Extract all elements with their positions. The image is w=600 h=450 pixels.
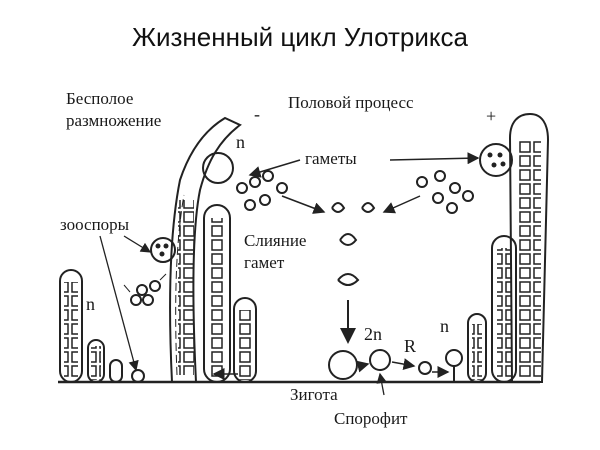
fusing-gametes bbox=[331, 202, 376, 286]
filament-right-short-2 bbox=[445, 349, 463, 382]
label-sexual-process: Половой процесс bbox=[288, 93, 414, 112]
label-asexual-line1: Бесполое bbox=[66, 89, 133, 108]
filament-right-big bbox=[508, 112, 550, 383]
ploidy-2n: 2n bbox=[364, 324, 382, 344]
filament-left-small-1 bbox=[59, 269, 83, 383]
filament-left-short bbox=[233, 297, 257, 383]
zygote-circle bbox=[328, 350, 358, 380]
gametes-right bbox=[416, 170, 474, 214]
filament-right-short-1 bbox=[467, 313, 487, 383]
arrow-sporophyte-pointer bbox=[376, 372, 387, 396]
arrow-zoospores-pointer-2 bbox=[123, 235, 152, 253]
filament-left-small-3 bbox=[109, 359, 123, 383]
symbol-minus: - bbox=[254, 104, 260, 124]
symbol-plus: + bbox=[486, 106, 496, 126]
arrow-gametes-label-left bbox=[248, 159, 301, 178]
meiospore-cluster bbox=[418, 361, 432, 375]
label-fusion-line2: гамет bbox=[244, 253, 285, 272]
arrow-zoospores-pointer-1 bbox=[99, 235, 139, 372]
gametangium-right bbox=[479, 143, 513, 177]
ploidy-n-right: n bbox=[440, 316, 449, 336]
label-fusion-line1: Слияние bbox=[244, 231, 306, 250]
filament-right-mid bbox=[491, 235, 517, 383]
arrow-left-gametes-to-center bbox=[281, 195, 326, 214]
ploidy-n-top: n bbox=[236, 132, 245, 152]
arrow-right-gametes-to-center bbox=[382, 195, 421, 214]
arrow-sporophyte-to-R bbox=[391, 358, 416, 371]
gametes-left bbox=[236, 170, 288, 211]
label-gametes: гаметы bbox=[305, 149, 357, 168]
filament-left-small-2 bbox=[87, 339, 105, 383]
zoospore-cluster bbox=[123, 273, 167, 306]
arrow-zygote-to-sporophyte bbox=[356, 360, 370, 373]
meiosis-R: R bbox=[404, 336, 416, 356]
label-asexual-line2: размножение bbox=[66, 111, 161, 130]
gametangium-left bbox=[202, 152, 234, 184]
label-sporophyte: Спорофит bbox=[334, 409, 408, 428]
settled-zoospore bbox=[131, 369, 145, 383]
filament-left-big bbox=[169, 116, 242, 383]
filament-left-mid bbox=[203, 204, 231, 383]
label-zygote: Зигота bbox=[290, 385, 338, 404]
diagram-title: Жизненный цикл Улотрикса bbox=[131, 22, 469, 52]
ploidy-n-left: n bbox=[86, 294, 95, 314]
label-zoospores: зооспоры bbox=[60, 215, 130, 234]
arrow-gametes-label-right bbox=[389, 152, 480, 165]
sporophyte-circle bbox=[369, 349, 391, 371]
